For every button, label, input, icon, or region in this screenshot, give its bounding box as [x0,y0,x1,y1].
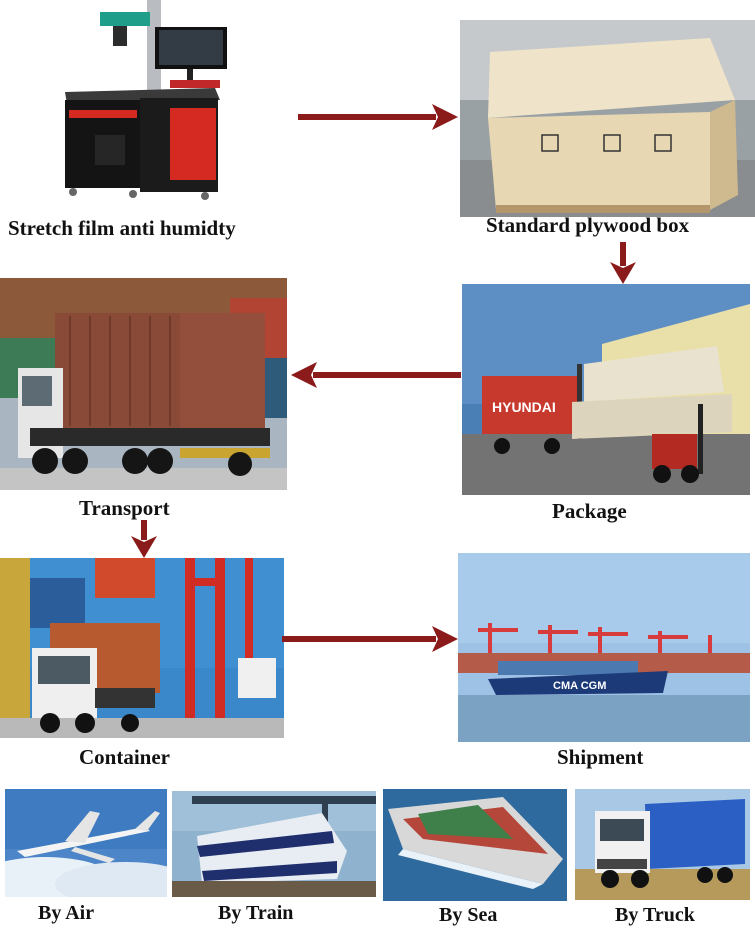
caption-by-air: By Air [38,902,95,924]
arrow-right-icon [282,626,458,652]
container-port-photo [0,558,284,738]
plywood-box-photo [460,20,755,217]
caption-plywood-box: Standard plywood box [486,213,690,237]
package-loading-photo: HYUNDAI [462,284,750,495]
caption-by-sea: By Sea [439,904,498,926]
arrow-down-icon [610,242,636,284]
caption-package: Package [552,499,627,523]
arrow-down-icon [131,520,157,558]
ship-name-text: CMA CGM [553,680,606,692]
by-air-photo [5,789,167,897]
shipment-port-photo: CMA CGM [458,553,750,742]
by-train-photo [172,791,376,897]
caption-stretch-film: Stretch film anti humidty [8,216,236,240]
marking-machine-photo [55,0,230,200]
transport-truck-photo [0,278,287,490]
caption-container: Container [79,745,170,769]
by-sea-photo [383,789,567,901]
caption-by-train: By Train [218,902,294,924]
truck-brand-text: HYUNDAI [492,399,556,415]
caption-shipment: Shipment [557,745,644,769]
arrow-right-icon [298,104,458,130]
arrow-left-icon [291,362,461,388]
by-truck-photo [575,789,750,900]
caption-by-truck: By Truck [615,904,695,926]
caption-transport: Transport [79,496,170,520]
